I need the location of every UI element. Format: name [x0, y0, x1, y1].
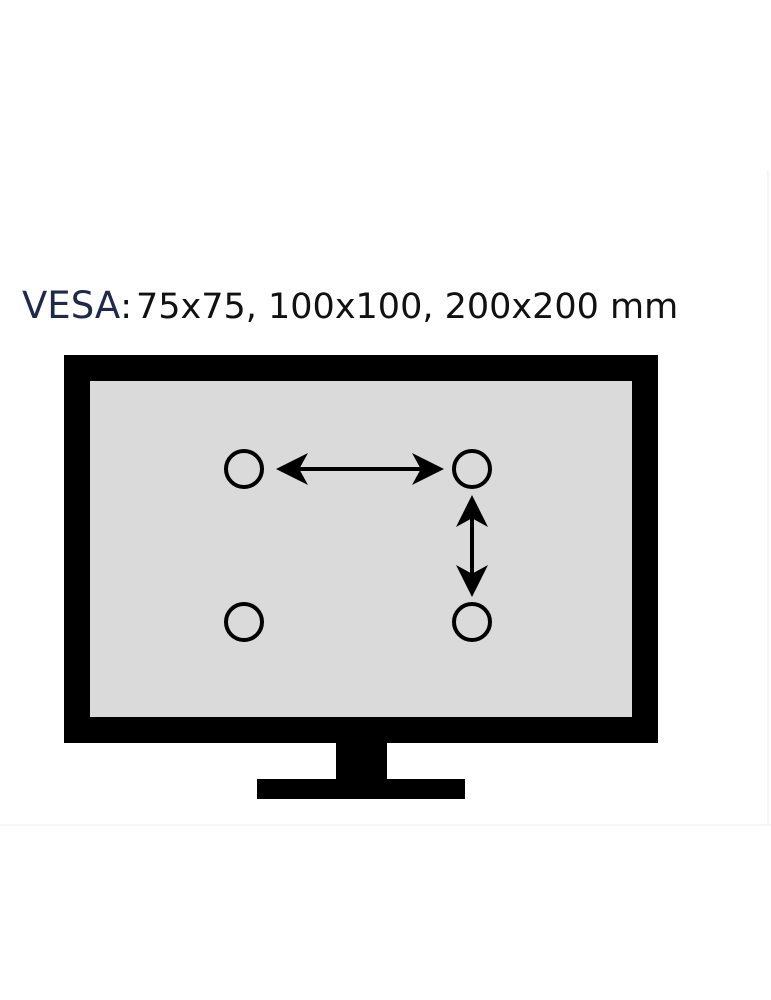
mount-hole-bottom-right-icon [452, 602, 492, 642]
vesa-title: VESA:75x75, 100x100, 200x200 mm [22, 282, 678, 330]
monitor-base [257, 779, 465, 799]
vesa-sizes: 75x75, 100x100, 200x200 mm [135, 287, 679, 327]
vesa-label: VESA [22, 284, 121, 327]
vesa-separator: : [120, 287, 132, 327]
mount-hole-bottom-left-icon [224, 602, 264, 642]
mount-hole-top-right-icon [452, 449, 492, 489]
monitor-screen [90, 381, 632, 717]
mount-hole-top-left-icon [224, 449, 264, 489]
monitor-neck [336, 740, 387, 782]
monitor-icon [64, 355, 658, 799]
